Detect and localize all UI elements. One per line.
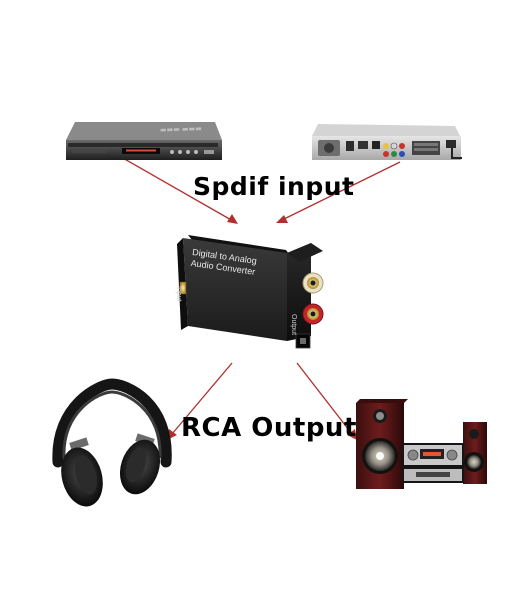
flow-arrows — [120, 156, 401, 440]
spdif-input-caption: Spdif input — [193, 172, 355, 201]
converter-output-label: Output — [290, 314, 297, 336]
arrow-dvd-to-converter — [120, 156, 238, 224]
rca-jack-red — [302, 303, 324, 325]
rca-output-caption: RCA Output — [181, 413, 357, 443]
converter-box — [177, 235, 324, 349]
headphones-icon — [52, 378, 172, 507]
arrow-converter-to-speakers — [296, 362, 357, 440]
rca-jack-white — [302, 272, 324, 294]
svg-text:▬▬▬ ▬▬▬: ▬▬▬ ▬▬▬ — [160, 125, 202, 134]
arrow-stb-to-converter — [276, 161, 401, 223]
dvd-player-icon: ▬▬▬ ▬▬▬ — [66, 122, 222, 160]
speaker-system-icon — [356, 399, 487, 489]
converter-input-label: Input — [175, 286, 182, 302]
set-top-box-icon — [312, 124, 462, 160]
